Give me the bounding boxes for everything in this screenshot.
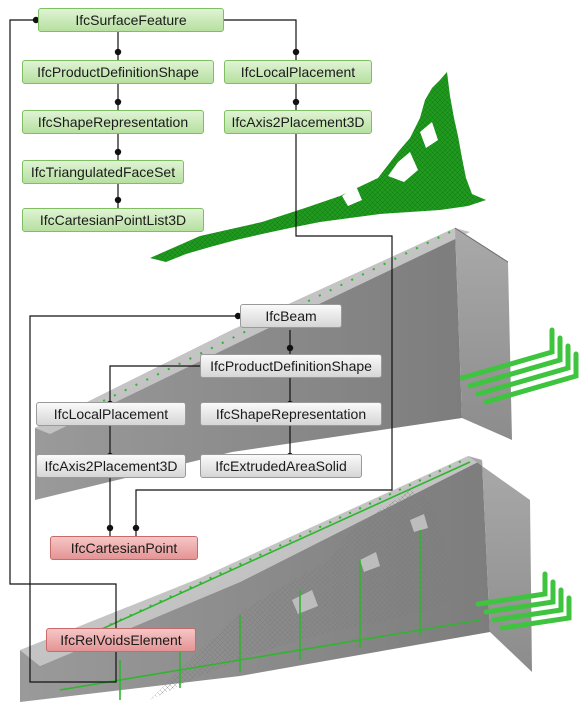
beam-shape-representation-node: IfcShapeRepresentation xyxy=(200,402,382,426)
cartesian-point-node: IfcCartesianPoint xyxy=(50,536,198,560)
lower-rebar xyxy=(475,571,572,631)
beam-product-definition-shape-node: IfcProductDefinitionShape xyxy=(200,354,382,378)
beam-root-node: IfcBeam xyxy=(240,304,342,328)
cartesian-point-list-node: IfcCartesianPointList3D xyxy=(22,208,204,232)
surface-feature-local-placement-node: IfcLocalPlacement xyxy=(224,60,372,84)
surface-feature-shape-representation-node: IfcShapeRepresentation xyxy=(22,110,204,134)
surface-feature-axis-placement-node: IfcAxis2Placement3D xyxy=(224,110,372,134)
lower-beam-void-mesh xyxy=(150,490,452,700)
surface-feature-root-node: IfcSurfaceFeature xyxy=(38,8,224,32)
beam-local-placement-node: IfcLocalPlacement xyxy=(36,402,186,426)
triangulated-face-set-node: IfcTriangulatedFaceSet xyxy=(22,160,184,184)
surface-feature-product-definition-shape-node: IfcProductDefinitionShape xyxy=(22,60,214,84)
upper-beam-end-face xyxy=(455,228,512,440)
upper-beam-top-face xyxy=(35,228,470,434)
surface-feature-mesh xyxy=(150,72,486,262)
extruded-area-solid-node: IfcExtrudedAreaSolid xyxy=(200,454,362,478)
rel-voids-element-node: IfcRelVoidsElement xyxy=(46,628,196,652)
upper-rebar xyxy=(459,327,579,405)
beam-axis-placement-node: IfcAxis2Placement3D xyxy=(36,454,186,478)
